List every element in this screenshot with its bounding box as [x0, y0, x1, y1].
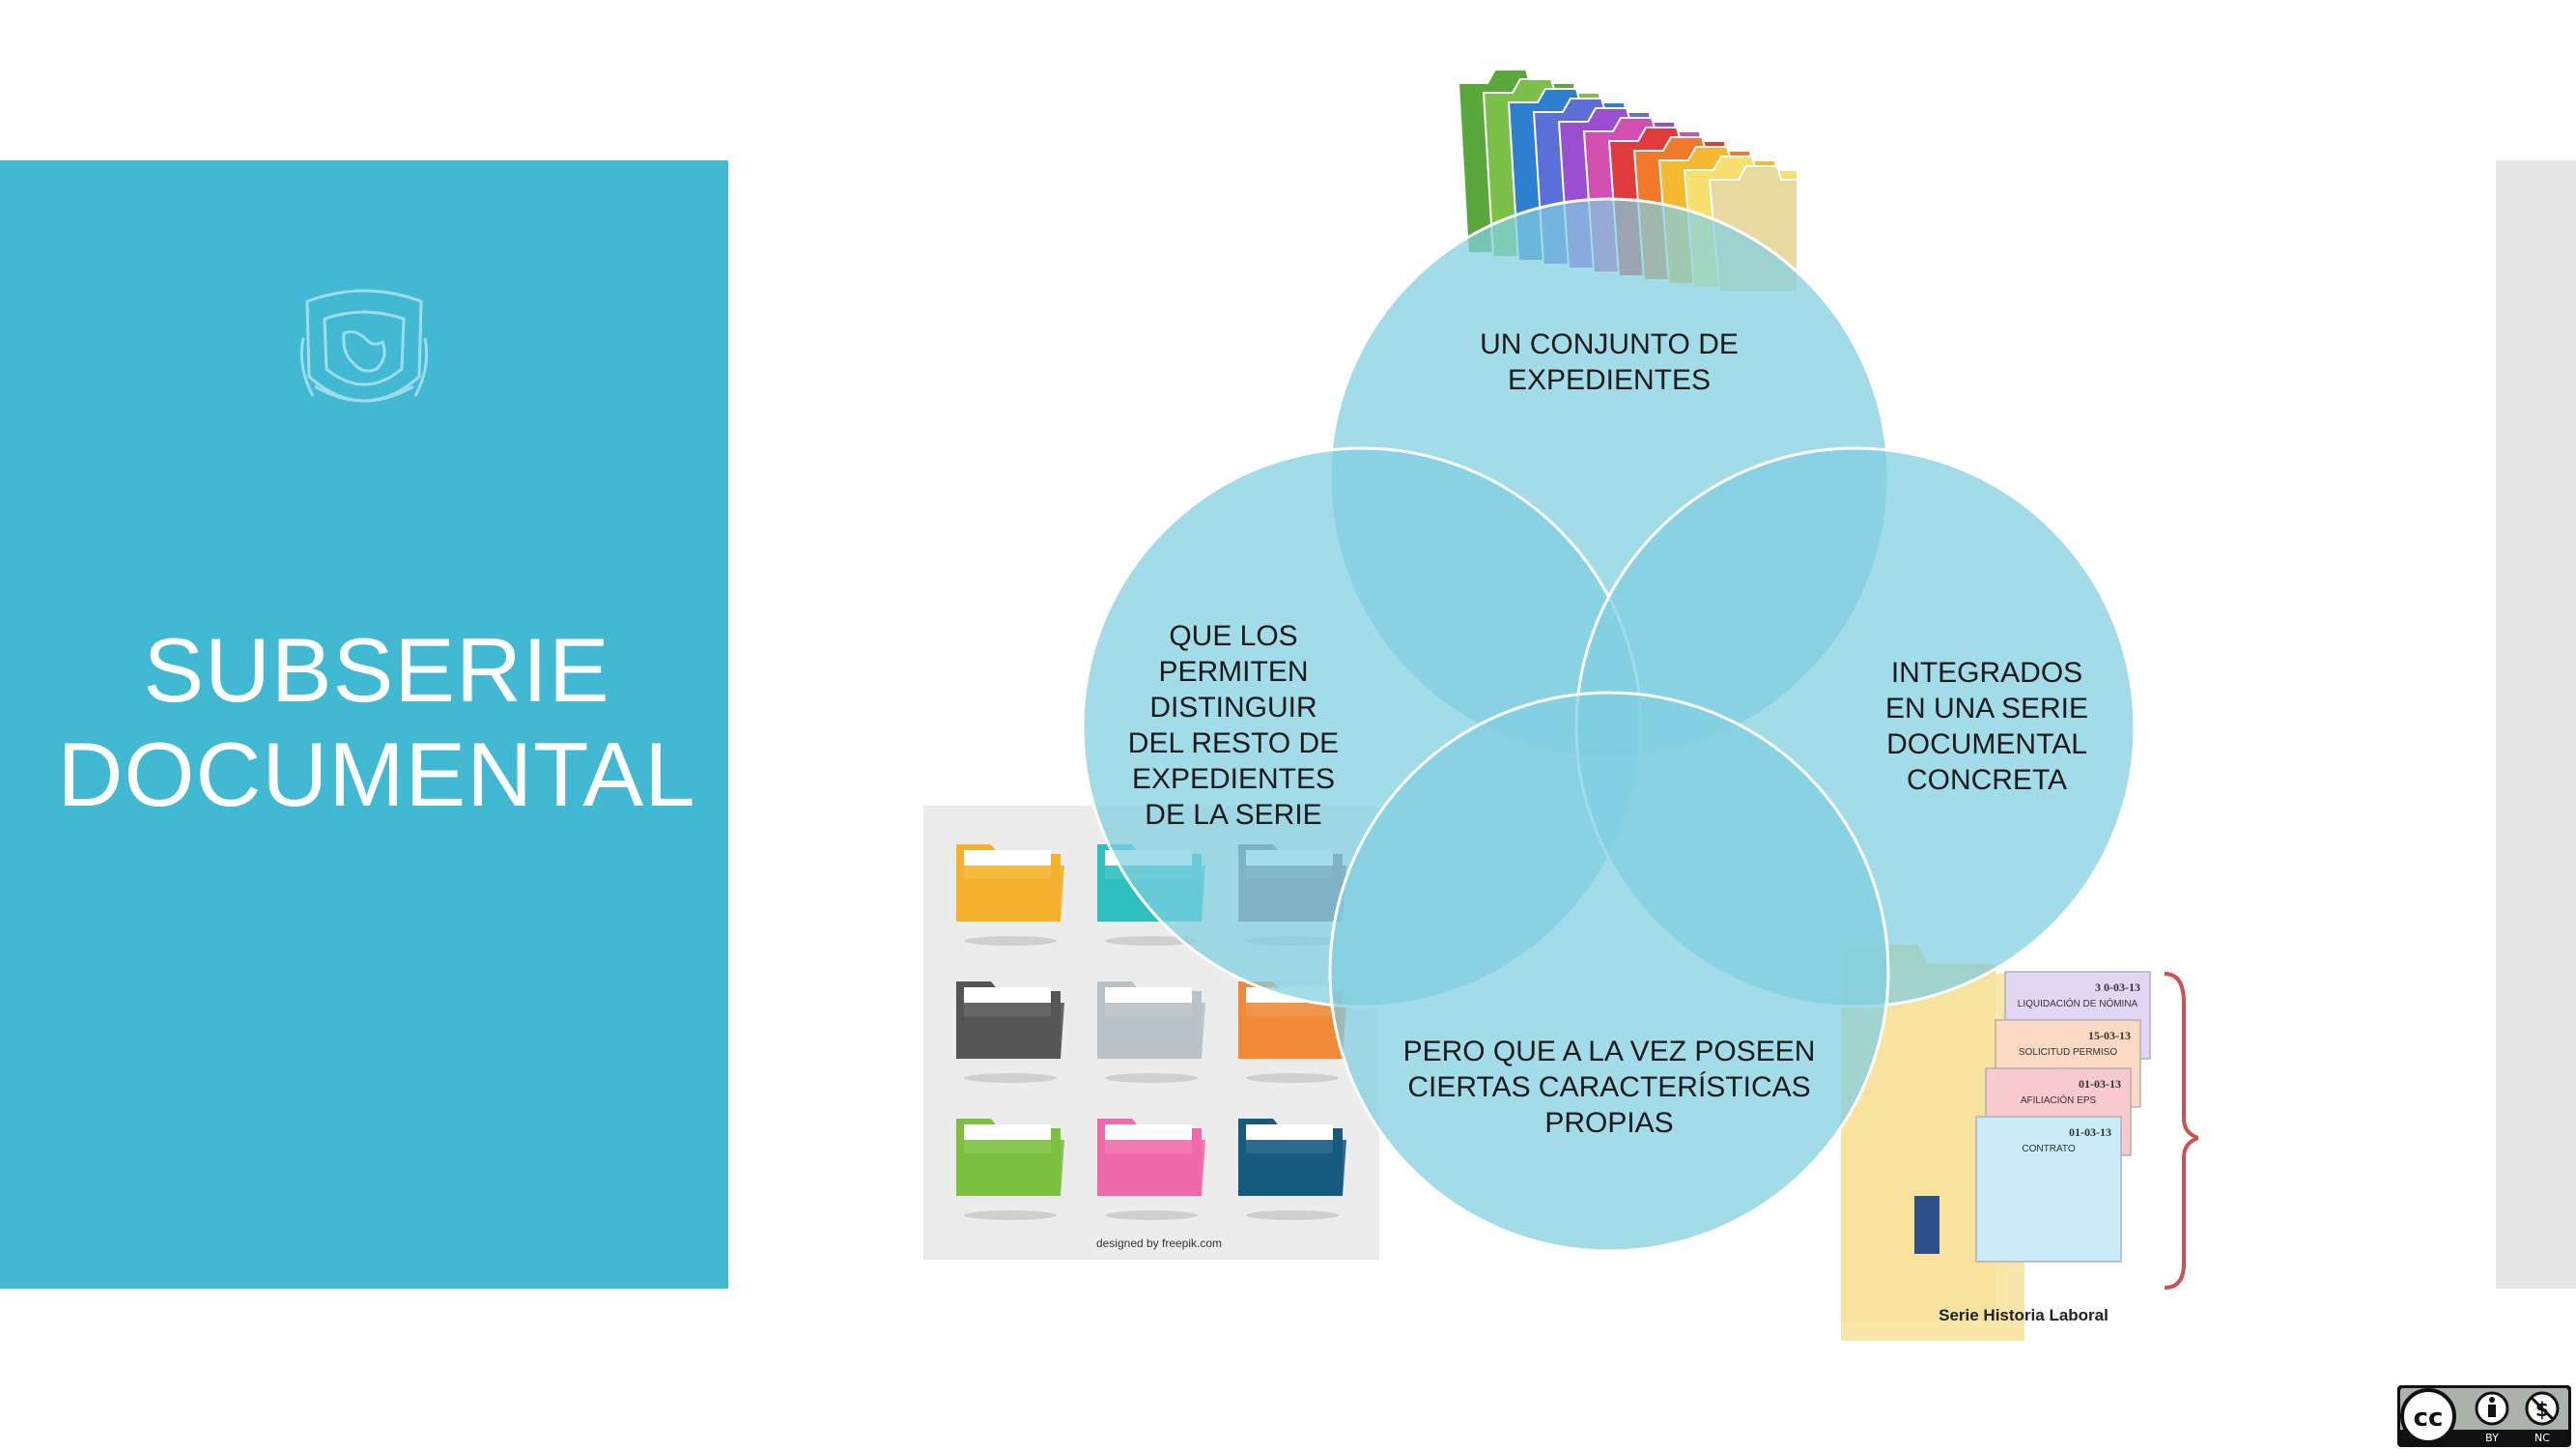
title-line-1: SUBSERIE: [143, 619, 610, 721]
folder-shadow: [1246, 1073, 1339, 1083]
document-label: LIQUIDACIÓN DE NÓMINA: [2018, 997, 2138, 1009]
venn-right-line: DOCUMENTAL: [1886, 728, 2087, 760]
document-date: 3 0-03-13: [2095, 980, 2140, 994]
folder-front: [1238, 866, 1346, 922]
folder-shadow: [1105, 1210, 1198, 1220]
folder-shadow: [1246, 1210, 1339, 1220]
svg-text:cc: cc: [2414, 1404, 2444, 1433]
document-label: CONTRATO: [2022, 1144, 2075, 1154]
venn-bottom-line: PERO QUE A LA VEZ POSEEN: [1402, 1036, 1816, 1067]
title-line-2: DOCUMENTAL: [57, 724, 696, 825]
venn-label-right: INTEGRADOS EN UNA SERIE DOCUMENTAL CONCR…: [1845, 655, 2129, 798]
document-label: AFILIACIÓN EPS: [2021, 1094, 2097, 1106]
venn-left-line: DEL RESTO DE: [1127, 727, 1340, 759]
folder-front: [1238, 1140, 1346, 1196]
unam-seal-icon: [299, 289, 429, 403]
venn-left-line: EXPEDIENTES: [1131, 763, 1336, 795]
freepik-credit: designed by freepik.com: [1095, 1236, 1223, 1250]
document-date: 15-03-13: [2088, 1029, 2131, 1042]
right-side-strip: [2496, 160, 2576, 1289]
venn-left-line: QUE LOS: [1169, 620, 1298, 652]
folder-front: [1097, 1140, 1205, 1196]
venn-left-line: DISTINGUIR: [1149, 692, 1317, 724]
document-date: 01-03-13: [2069, 1125, 2111, 1139]
folder-icons-grid-image: [923, 806, 1379, 1260]
venn-left-line: DE LA SERIE: [1145, 799, 1322, 831]
folder-shadow: [964, 1073, 1057, 1083]
venn-right-line: EN UNA SERIE: [1884, 693, 2089, 724]
series-document: [1975, 1116, 2122, 1263]
venn-top-line: UN CONJUNTO DE: [1480, 328, 1739, 360]
folder-front: [1097, 1003, 1205, 1059]
folder-shadow: [1105, 1073, 1198, 1083]
document-label: SOLICITUD PERMISO: [2019, 1047, 2117, 1058]
title-panel: [0, 160, 728, 1289]
venn-label-left: QUE LOS PERMITEN DISTINGUIR DEL RESTO DE…: [1091, 618, 1375, 833]
slide-title: SUBSERIE DOCUMENTAL: [0, 618, 753, 827]
venn-left-line: PERMITEN: [1158, 656, 1309, 688]
folder-front: [1097, 866, 1205, 922]
venn-bottom-line: CIERTAS CARACTERÍSTICAS: [1407, 1071, 1811, 1103]
folder-shadow: [1105, 936, 1198, 946]
series-caption: Serie Historia Laboral: [1939, 1306, 2109, 1324]
folder-front: [956, 1140, 1064, 1196]
venn-label-top: UN CONJUNTO DE EXPEDIENTES: [1416, 327, 1802, 398]
venn-right-line: CONCRETA: [1906, 764, 2068, 796]
creative-commons-icon[interactable]: cc $ BY NC: [2397, 1385, 2571, 1447]
folder-front: [1238, 1003, 1346, 1059]
badge-by-label: BY: [2485, 1432, 2499, 1444]
folder-shadow: [964, 936, 1057, 946]
venn-right-line: INTEGRADOS: [1890, 657, 2083, 689]
colored-folders-image: [1457, 69, 1797, 293]
venn-top-line: EXPEDIENTES: [1507, 364, 1712, 396]
badge-nc-label: NC: [2534, 1432, 2550, 1444]
venn-bottom-line: PROPIAS: [1544, 1107, 1674, 1139]
venn-label-bottom: PERO QUE A LA VEZ POSEEN CIERTAS CARACTE…: [1368, 1034, 1851, 1141]
folder-front: [956, 1003, 1064, 1059]
folder-shape: [1708, 165, 1797, 293]
folder-shadow: [964, 1210, 1057, 1220]
folder-front: [956, 866, 1064, 922]
folder-shadow: [1246, 936, 1339, 946]
venn-circle-bottom: [1328, 691, 1890, 1253]
document-date: 01-03-13: [2079, 1077, 2121, 1091]
